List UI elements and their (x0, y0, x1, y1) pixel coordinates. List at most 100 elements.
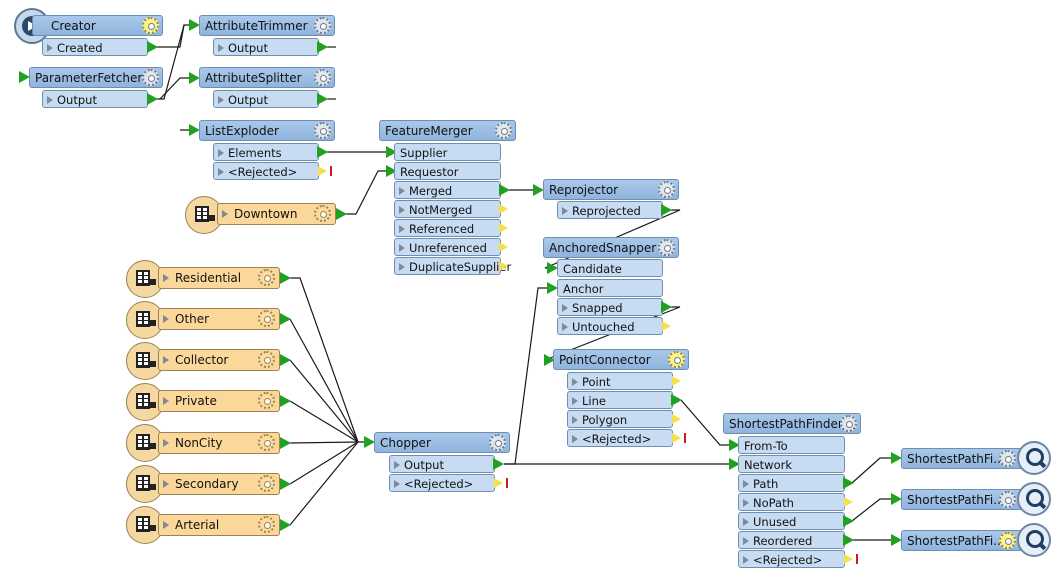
output-arrow-icon[interactable] (317, 146, 328, 158)
attribute-trimmer-header[interactable]: AttributeTrimmer (199, 15, 335, 36)
point-connector-port-point[interactable]: Point (567, 372, 673, 390)
output-arrow-icon[interactable] (493, 458, 504, 470)
list-exploder-port-rejected[interactable]: <Rejected> (213, 162, 319, 180)
shortest-path-finder-input-network[interactable]: Network (738, 455, 845, 473)
input-arrow-icon[interactable] (189, 124, 200, 136)
reprojector-port-reprojected[interactable]: Reprojected (557, 201, 663, 219)
point-connector-port-polygon[interactable]: Polygon (567, 410, 673, 428)
anchored-snapper-port-snapped[interactable]: Snapped (557, 298, 663, 316)
shortest-path-finder-port-path[interactable]: Path (738, 474, 845, 492)
expand-triangle-icon[interactable] (399, 244, 405, 252)
gear-icon[interactable] (258, 392, 275, 409)
input-arrow-icon[interactable] (729, 439, 740, 451)
expand-triangle-icon[interactable] (399, 263, 405, 271)
input-arrow-icon[interactable] (189, 19, 200, 31)
input-arrow-icon[interactable] (386, 146, 397, 158)
rejected-arrow-icon[interactable] (844, 554, 853, 564)
gear-icon[interactable] (142, 69, 159, 86)
reader-arterial[interactable]: Arterial (158, 514, 280, 536)
chopper-header[interactable]: Chopper (374, 432, 510, 453)
output-arrow-icon[interactable] (843, 515, 854, 527)
gear-icon[interactable] (489, 434, 506, 451)
chopper-port-rejected[interactable]: <Rejected> (389, 474, 495, 492)
output-arrow-icon[interactable] (280, 395, 291, 407)
feature-merger-port-referenced[interactable]: Referenced (394, 219, 501, 237)
reader-collector[interactable]: Collector (158, 349, 280, 371)
magnifier-icon[interactable] (1017, 482, 1051, 516)
expand-triangle-icon[interactable] (394, 461, 400, 469)
rejected-arrow-icon[interactable] (672, 433, 681, 443)
expand-triangle-icon[interactable] (562, 207, 568, 215)
parameter-fetcher-header[interactable]: ParameterFetcher (29, 67, 163, 88)
gear-icon[interactable] (258, 310, 275, 327)
expand-triangle-icon[interactable] (218, 44, 224, 52)
expand-triangle-icon[interactable] (222, 210, 228, 218)
expand-triangle-icon[interactable] (743, 518, 749, 526)
expand-triangle-icon[interactable] (743, 537, 749, 545)
output-arrow-icon[interactable] (661, 204, 672, 216)
output-arrow-icon[interactable] (280, 354, 291, 366)
output-arrow-icon[interactable] (843, 477, 854, 489)
anchored-snapper-header[interactable]: AnchoredSnapper (543, 237, 679, 258)
feature-merger-port-merged[interactable]: Merged (394, 181, 501, 199)
feature-merger-input-requestor[interactable]: Requestor (394, 162, 501, 180)
reprojector-header[interactable]: Reprojector (543, 179, 679, 200)
shortest-path-finder-port-rejected[interactable]: <Rejected> (738, 550, 845, 568)
shortest-path-finder-port-unused[interactable]: Unused (738, 512, 845, 530)
expand-triangle-icon[interactable] (47, 44, 53, 52)
output-arrow-icon[interactable] (843, 534, 854, 546)
gear-icon[interactable] (840, 415, 857, 432)
output-arrow-icon[interactable] (280, 313, 291, 325)
input-arrow-icon[interactable] (729, 458, 740, 470)
input-arrow-icon[interactable] (386, 165, 397, 177)
output-arrow-icon[interactable] (671, 394, 682, 406)
gear-icon[interactable] (258, 269, 275, 286)
gear-icon[interactable] (314, 205, 331, 222)
expand-triangle-icon[interactable] (163, 439, 169, 447)
creator-header[interactable]: Creator (32, 15, 163, 36)
expand-triangle-icon[interactable] (163, 521, 169, 529)
gear-icon[interactable] (999, 491, 1016, 508)
output-arrow-icon[interactable] (147, 93, 158, 105)
input-arrow-icon[interactable] (189, 72, 200, 84)
reader-table-icon[interactable] (185, 196, 223, 234)
rejected-arrow-icon[interactable] (499, 242, 508, 252)
expand-triangle-icon[interactable] (572, 416, 578, 424)
gear-icon[interactable] (258, 351, 275, 368)
attribute-trimmer-port-output[interactable]: Output (213, 38, 319, 56)
expand-triangle-icon[interactable] (399, 206, 405, 214)
expand-triangle-icon[interactable] (163, 397, 169, 405)
gear-icon[interactable] (258, 516, 275, 533)
input-arrow-icon[interactable] (19, 71, 30, 83)
expand-triangle-icon[interactable] (163, 480, 169, 488)
expand-triangle-icon[interactable] (394, 480, 400, 488)
reader-other[interactable]: Other (158, 308, 280, 330)
inspector-header-2[interactable]: ShortestPathFi... (901, 489, 1023, 510)
gear-icon[interactable] (314, 69, 331, 86)
reader-downtown[interactable]: Downtown (217, 203, 336, 225)
rejected-arrow-icon[interactable] (499, 223, 508, 233)
feature-merger-port-duplicatesupplier[interactable]: DuplicateSupplier (394, 257, 511, 275)
reader-table-icon[interactable] (126, 465, 164, 503)
input-arrow-icon[interactable] (533, 184, 544, 196)
point-connector-header[interactable]: PointConnector (553, 349, 689, 370)
rejected-arrow-icon[interactable] (494, 478, 503, 488)
shortest-path-finder-port-reordered[interactable]: Reordered (738, 531, 845, 549)
expand-triangle-icon[interactable] (743, 499, 749, 507)
gear-icon[interactable] (258, 475, 275, 492)
gear-icon[interactable] (314, 122, 331, 139)
list-exploder-port-elements[interactable]: Elements (213, 143, 319, 161)
expand-triangle-icon[interactable] (572, 435, 578, 443)
output-arrow-icon[interactable] (499, 184, 510, 196)
expand-triangle-icon[interactable] (399, 187, 405, 195)
expand-triangle-icon[interactable] (562, 304, 568, 312)
feature-merger-input-supplier[interactable]: Supplier (394, 143, 501, 161)
reader-table-icon[interactable] (126, 301, 164, 339)
shortest-path-finder-port-nopath[interactable]: NoPath (738, 493, 845, 511)
output-arrow-icon[interactable] (280, 478, 291, 490)
gear-icon[interactable] (999, 450, 1016, 467)
reader-table-icon[interactable] (126, 260, 164, 298)
gear-icon[interactable] (258, 434, 275, 451)
output-arrow-icon[interactable] (280, 519, 291, 531)
rejected-arrow-icon[interactable] (844, 497, 853, 507)
